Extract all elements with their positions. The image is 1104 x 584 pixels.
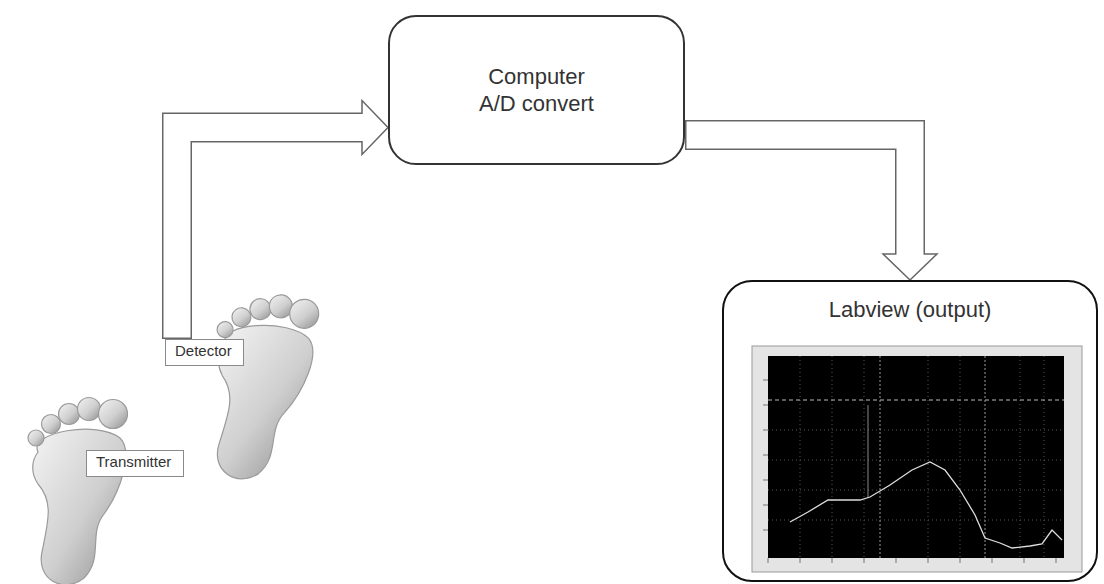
sensor-name: Detector [175,342,234,361]
output-box: Labview (output) [722,280,1098,582]
flow-arrow [685,135,937,280]
arrow-outline [177,128,362,340]
arrow-outline [685,135,910,254]
arrow-head [883,254,937,280]
box-title: Labview (output) [740,296,1080,324]
arrow-body [687,135,911,257]
chart-plot [752,346,1082,572]
flow-arrow [177,101,388,340]
arrow-head [362,101,388,155]
footprint [202,289,321,486]
sensor-label: Transmitter [86,450,184,477]
box-title: Computer A/D convert [472,63,602,118]
sensor-label: Detector [165,339,244,366]
process-box: Computer A/D convert [388,15,685,165]
arrow-body [177,128,365,338]
sensor-name: Transmitter [96,453,174,472]
footprint [28,398,128,584]
